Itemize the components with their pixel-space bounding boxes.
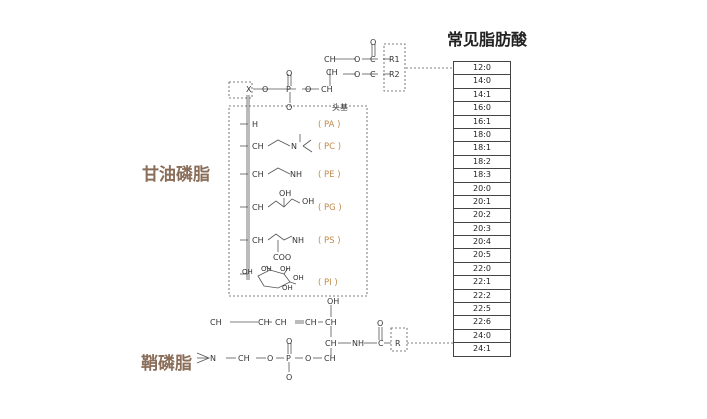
chem-o: O: [262, 85, 268, 94]
chem-ch2: CH: [252, 142, 264, 151]
fatty-acid-row: 24:0: [454, 330, 510, 344]
chem-nh3: NH: [292, 236, 304, 245]
chem-ch2: CH: [252, 170, 264, 179]
chem-o: O: [267, 354, 273, 363]
chem-r2: R2: [389, 70, 400, 79]
chem-ch: CH: [305, 318, 317, 327]
fatty-acid-row: 20:5: [454, 249, 510, 263]
chem-o: O: [305, 85, 311, 94]
fatty-acid-row: 12:0: [454, 62, 510, 76]
chem-o: O: [370, 38, 376, 47]
diagram-title: 常见脂肪酸: [447, 30, 528, 49]
chem-p: P: [286, 354, 291, 363]
chem-oh: OH: [302, 197, 314, 206]
fatty-acid-row: 20:4: [454, 236, 510, 250]
fatty-acid-row: 22:0: [454, 263, 510, 277]
chem-r1: R1: [389, 55, 400, 64]
headgroup-pc: ( PC ): [318, 142, 341, 152]
chem-o: O: [354, 70, 360, 79]
chem-o: O: [305, 354, 311, 363]
chem-ch: CH: [326, 68, 338, 77]
fatty-acid-row: 20:0: [454, 183, 510, 196]
fatty-acid-row: 18:1: [454, 142, 510, 156]
chem-o: O: [286, 337, 292, 346]
headgroup-pi: ( PI ): [318, 278, 338, 288]
chem-h: H: [252, 120, 258, 129]
fatty-acid-row: 18:3: [454, 169, 510, 183]
chem-oh: OH: [242, 268, 253, 276]
fatty-acid-row: 22:2: [454, 290, 510, 304]
glycerophospholipid-label: 甘油磷脂: [142, 165, 210, 185]
chem-o: O: [354, 55, 360, 64]
chem-o: O: [286, 103, 292, 112]
fatty-acid-row: 18:2: [454, 156, 510, 170]
fatty-acid-row: 20:1: [454, 196, 510, 210]
headgroup-label: 头基: [332, 102, 348, 112]
sphingophospholipid-label: 鞘磷脂: [141, 354, 192, 374]
headgroup-pa: ( PA ): [318, 120, 340, 130]
chem-ch2: CH: [258, 318, 270, 327]
chem-o: O: [286, 69, 292, 78]
chem-ch2: CH: [252, 236, 264, 245]
fatty-acid-row: 16:0: [454, 102, 510, 116]
chem-ch: CH: [275, 318, 287, 327]
chem-r: R: [395, 339, 401, 348]
fatty-acid-row: 18:0: [454, 129, 510, 143]
chem-coo: COO: [273, 253, 291, 262]
chem-nh3: NH: [290, 170, 302, 179]
fatty-acid-row: 20:3: [454, 223, 510, 237]
chem-ch2: CH: [321, 85, 333, 94]
chem-p: P: [286, 85, 291, 94]
chem-x: X: [246, 85, 252, 94]
chem-ch3: CH: [210, 318, 222, 327]
chem-ch2: CH: [238, 354, 250, 363]
fatty-acid-row: 14:0: [454, 75, 510, 89]
chem-c: C: [378, 339, 384, 348]
chem-oh: OH: [280, 265, 291, 273]
fatty-acid-row: 22:5: [454, 303, 510, 317]
headgroup-ps: ( PS ): [318, 236, 341, 246]
chem-oh: OH: [282, 284, 293, 292]
chem-oh: OH: [293, 274, 304, 282]
chem-c: C: [370, 70, 376, 79]
headgroup-pe: ( PE ): [318, 170, 341, 180]
chem-o: O: [286, 373, 292, 382]
chem-ch2: CH: [324, 55, 336, 64]
chem-oh: OH: [261, 265, 272, 273]
fatty-acid-row: 22:1: [454, 276, 510, 290]
chem-ch: CH: [325, 318, 337, 327]
chem-nh: NH: [352, 339, 364, 348]
chem-o: O: [377, 319, 383, 328]
chem-oh: OH: [327, 297, 339, 306]
fatty-acid-row: 24:1: [473, 344, 491, 354]
headgroup-pg: ( PG ): [318, 203, 342, 213]
chem-ch2: CH: [324, 354, 336, 363]
chem-ch: CH: [325, 339, 337, 348]
chem-oh: OH: [279, 189, 291, 198]
chem-n: N: [291, 142, 297, 151]
fatty-acid-row: 20:2: [454, 209, 510, 223]
chem-n: N: [210, 354, 216, 363]
fatty-acid-row: 16:1: [454, 116, 510, 129]
chem-ch2: CH: [252, 203, 264, 212]
fatty-acid-row: 14:1: [454, 89, 510, 103]
chem-c: C: [370, 55, 376, 64]
fatty-acid-row: 22:6: [454, 316, 510, 330]
